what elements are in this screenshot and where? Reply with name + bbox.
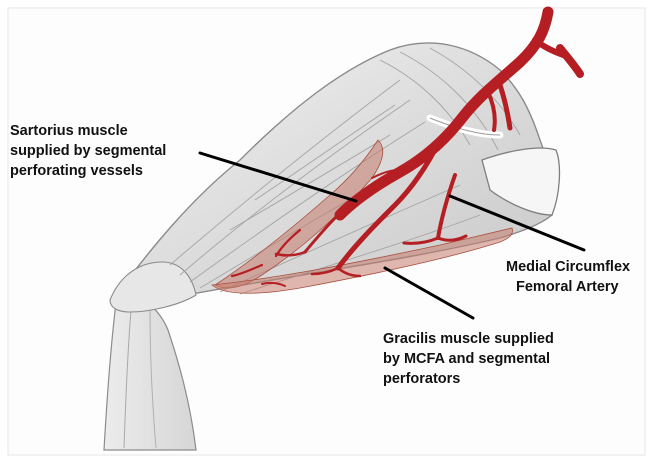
label-gracilis-muscle: Gracilis muscle supplied by MCFA and seg… <box>383 329 554 389</box>
label-line: Sartorius muscle <box>10 121 166 141</box>
label-line: supplied by segmental <box>10 141 166 161</box>
label-sartorius-muscle: Sartorius muscle supplied by segmental p… <box>10 121 166 181</box>
label-line: Medial Circumflex <box>506 257 630 277</box>
label-line: perforating vessels <box>10 161 166 181</box>
label-line: by MCFA and segmental <box>383 349 554 369</box>
label-line: Femoral Artery <box>506 277 630 297</box>
label-line: perforators <box>383 369 554 389</box>
label-medial-circumflex-femoral-artery: Medial Circumflex Femoral Artery <box>506 257 630 297</box>
label-line: Gracilis muscle supplied <box>383 329 554 349</box>
